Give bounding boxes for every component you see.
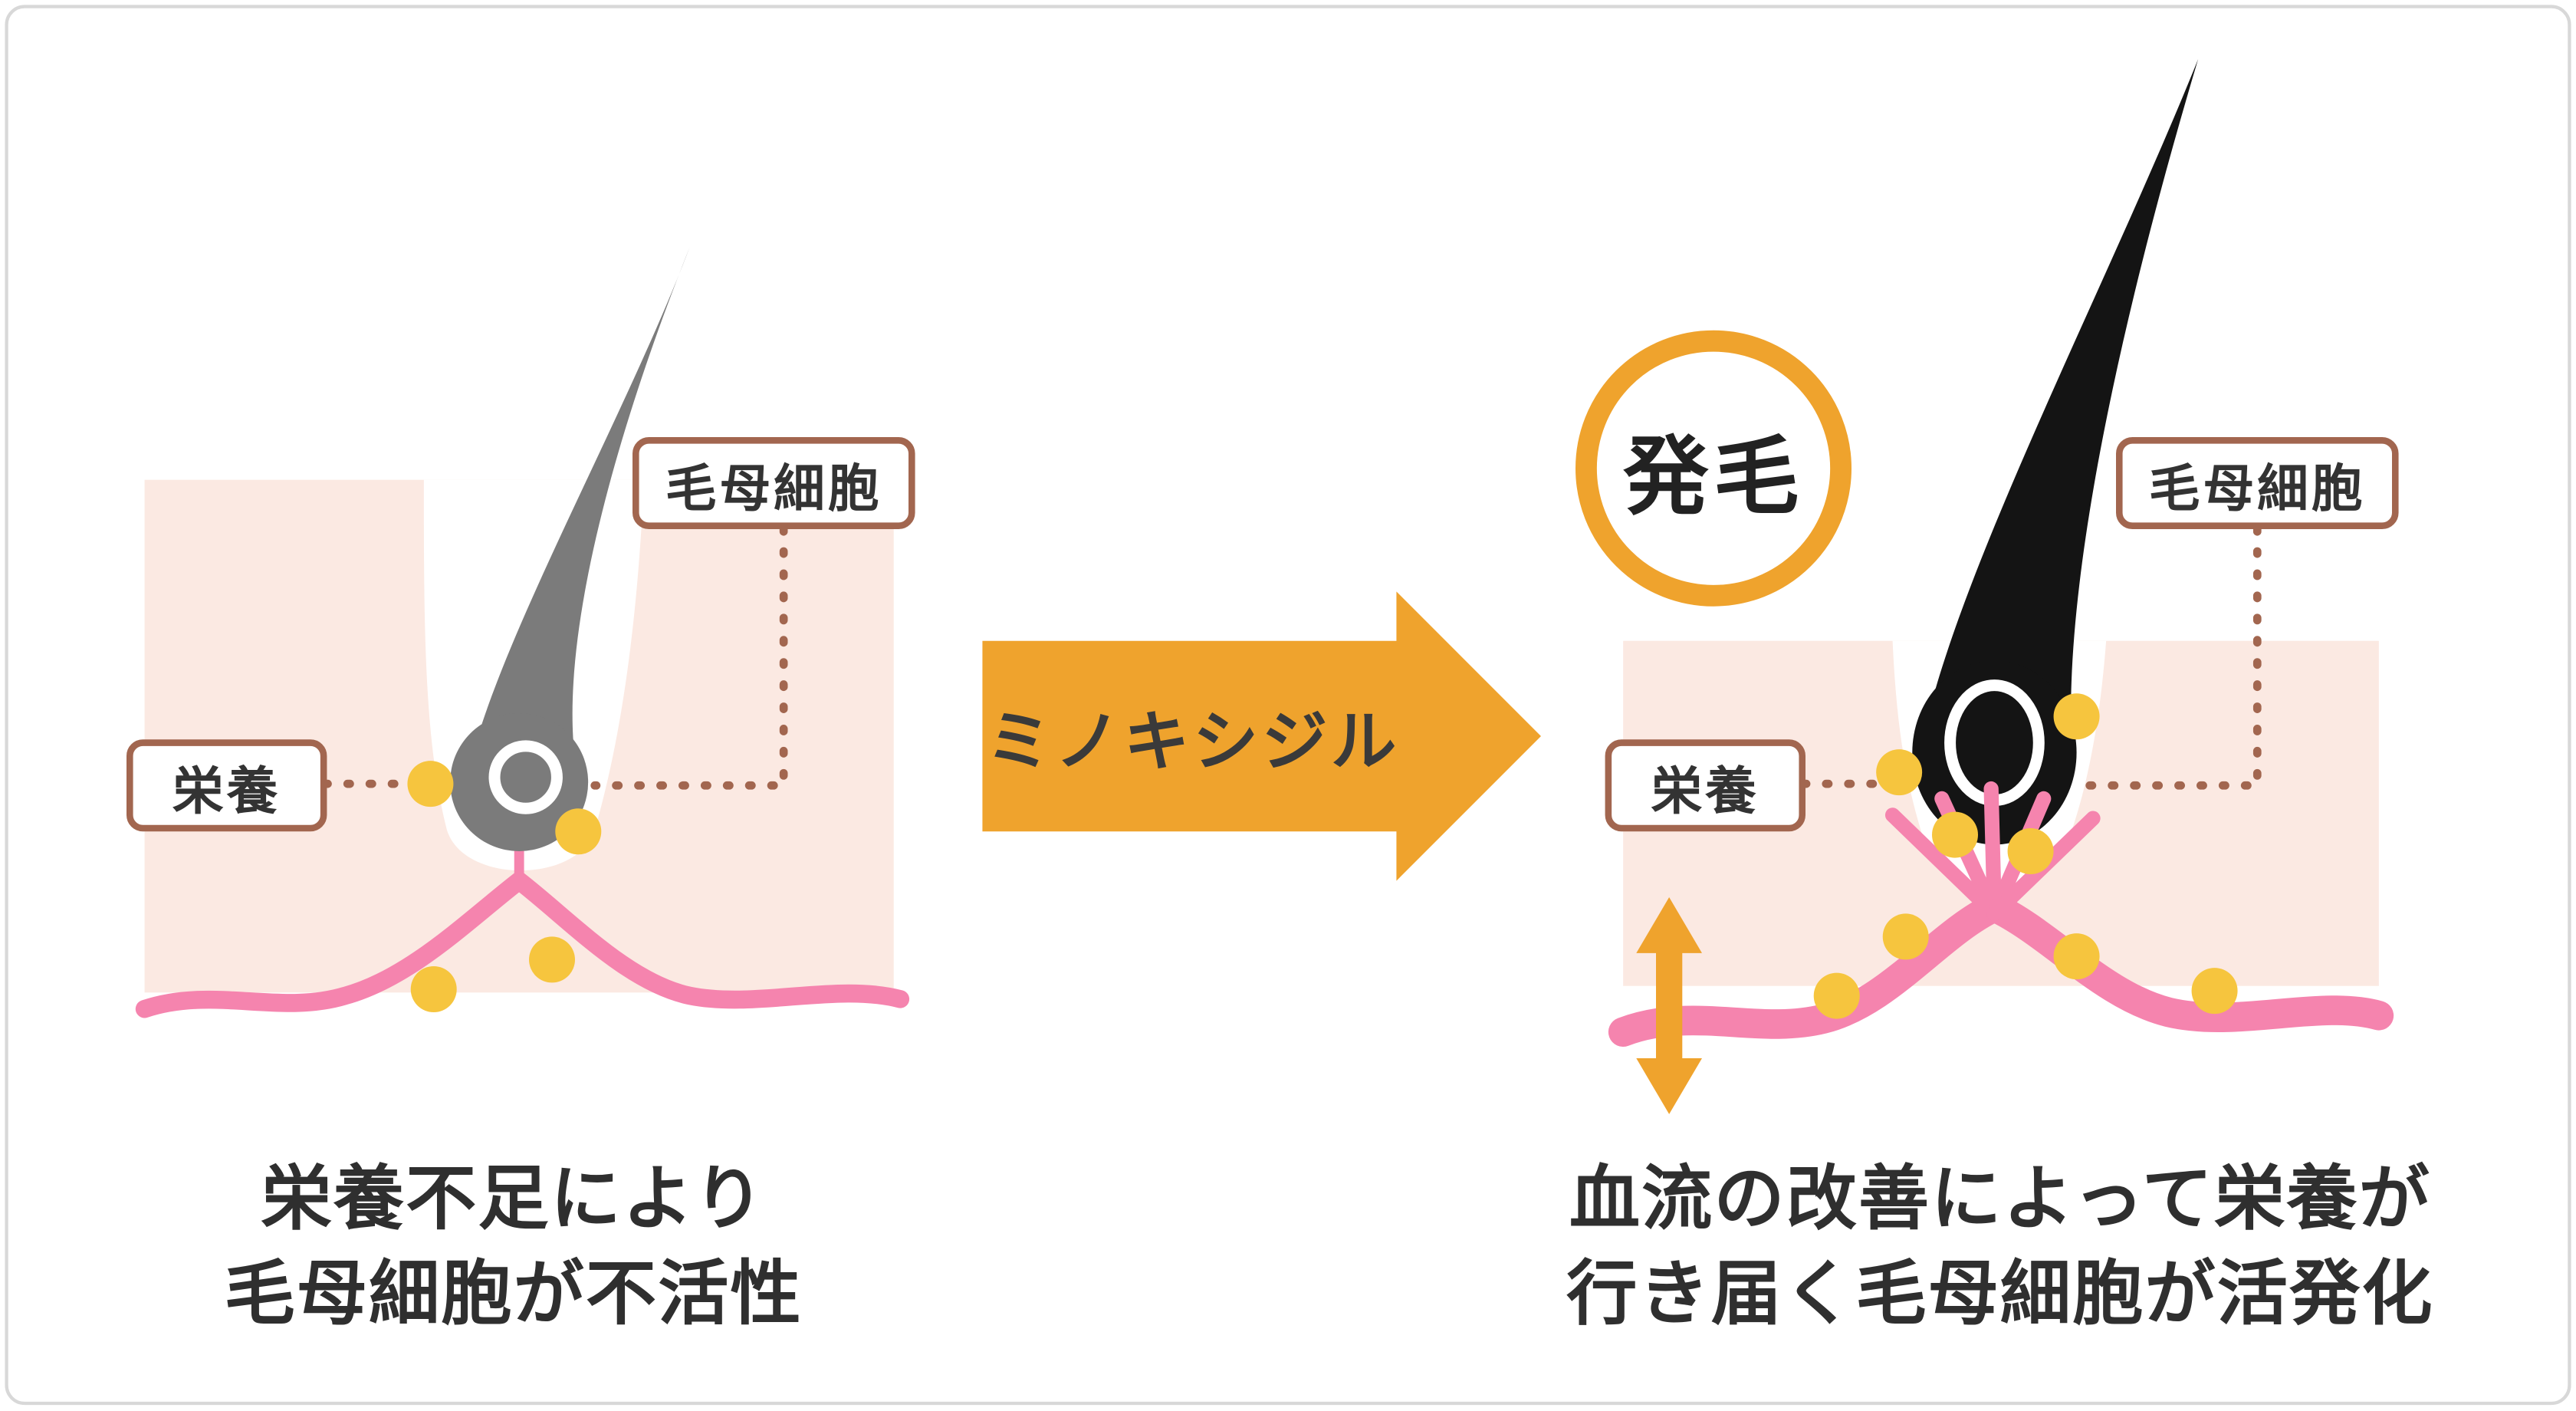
right-nutrition-label: 栄養 [1605, 739, 1806, 832]
left-caption: 栄養不足により 毛母細胞が不活性 [90, 1153, 937, 1343]
left-nutrition-label: 栄養 [127, 739, 327, 832]
nutrient-dot [407, 761, 454, 807]
nutrient-dot [1882, 913, 1929, 960]
left-hair-bulb [450, 713, 589, 851]
nutrient-dot [1813, 972, 1860, 1019]
left-blood-vessel [135, 869, 910, 1018]
caption-line: 行き届く毛母細胞が活発化 [1566, 1255, 2434, 1334]
label-text: 毛母細胞 [2148, 459, 2366, 517]
right-matrix-connector-dotted-line [2085, 525, 2262, 790]
arrow-text: ミノキシジル [985, 706, 1400, 779]
nutrient-dot [529, 936, 575, 983]
nutrient-dot [2053, 693, 2100, 740]
nutrient-dot [555, 808, 602, 855]
minoxidil-arrow-label: ミノキシジル [979, 686, 1406, 788]
nutrient-dot [1932, 811, 1978, 858]
caption-line: 血流の改善によって栄養が [1569, 1159, 2431, 1239]
minoxidil-arrow-shape [982, 591, 1541, 881]
caption-line: 毛母細胞が不活性 [224, 1255, 803, 1334]
label-text: 栄養 [1651, 761, 1760, 820]
badge-text: 発毛 [1623, 429, 1804, 525]
left-nutrient-dots [407, 761, 602, 1012]
left-matrix-connector-dotted-line [590, 525, 788, 790]
right-hair-matrix-label: 毛母細胞 [2116, 437, 2399, 529]
nutrient-dot [2007, 828, 2054, 874]
left-hair-matrix-label: 毛母細胞 [632, 437, 915, 529]
hair-growth-badge: 発毛 [1576, 330, 1852, 607]
nutrient-dot [1876, 749, 1923, 796]
caption-line: 栄養不足により [261, 1159, 766, 1239]
right-hair-shaft [1918, 59, 2199, 769]
nutrient-dot [410, 966, 457, 1012]
right-nutrient-dots [1813, 693, 2238, 1019]
left-hair-shaft [473, 246, 690, 759]
blood-flow-double-arrow-icon [1636, 897, 1702, 1114]
label-text: 栄養 [172, 761, 281, 820]
right-caption: 血流の改善によって栄養が 行き届く毛母細胞が活発化 [1520, 1153, 2481, 1343]
nutrient-dot [2191, 968, 2238, 1015]
label-text: 毛母細胞 [665, 459, 882, 517]
nutrient-dot [2053, 933, 2100, 980]
left-bulb-ring [488, 740, 563, 814]
